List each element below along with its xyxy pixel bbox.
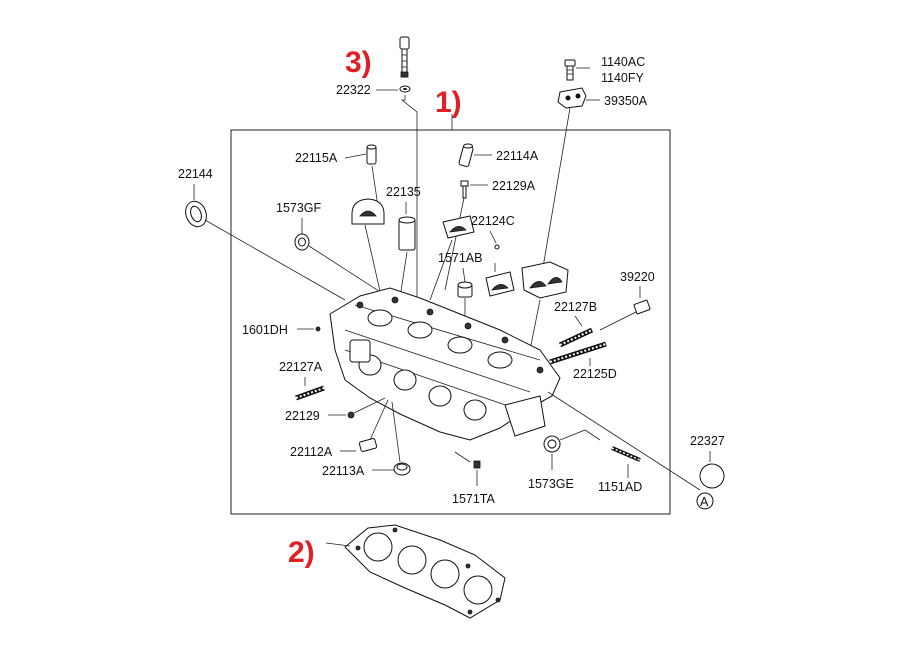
callout-gasket[interactable]: 2) xyxy=(288,536,315,569)
tappet-22135[interactable] xyxy=(398,216,416,251)
cylinder-head[interactable] xyxy=(329,287,561,441)
label-22115A[interactable]: 22115A xyxy=(295,151,338,165)
reference-a-label: A xyxy=(700,495,709,509)
dowel-22115A[interactable] xyxy=(366,144,377,165)
label-1151AD[interactable]: 1151AD xyxy=(598,480,642,494)
plug-1571TA[interactable] xyxy=(473,460,481,469)
label-1140FY[interactable]: 1140FY xyxy=(601,71,645,85)
label-22125D[interactable]: 22125D xyxy=(573,367,617,381)
head-gasket[interactable] xyxy=(344,524,506,619)
seal-22124C[interactable] xyxy=(494,244,500,250)
label-22129A[interactable]: 22129A xyxy=(492,179,536,193)
label-22113A[interactable]: 22113A xyxy=(322,464,365,478)
label-39220[interactable]: 39220 xyxy=(620,270,655,284)
stud-1151AD[interactable] xyxy=(611,446,641,462)
reference-a[interactable]: A xyxy=(696,492,714,510)
cap-22327[interactable] xyxy=(696,460,728,492)
cam-cap-right-a[interactable] xyxy=(485,271,515,297)
label-1571AB[interactable]: 1571AB xyxy=(438,251,482,265)
cam-cap-center[interactable] xyxy=(442,215,475,239)
seal-1573GF[interactable] xyxy=(294,233,310,251)
seal-1573GE[interactable] xyxy=(542,434,563,455)
bolt-22129A[interactable] xyxy=(460,180,469,199)
head-bolt[interactable] xyxy=(399,36,410,78)
label-22129[interactable]: 22129 xyxy=(285,409,320,423)
stud-22127A[interactable] xyxy=(295,385,325,401)
label-1140AC[interactable]: 1140AC xyxy=(601,55,645,69)
seal-22144[interactable] xyxy=(182,198,210,229)
valve-22113A[interactable] xyxy=(393,462,411,476)
label-1571TA[interactable]: 1571TA xyxy=(452,492,496,506)
stud-22125D[interactable] xyxy=(549,341,607,365)
callout-head[interactable]: 1) xyxy=(435,86,462,119)
plug-1571AB[interactable] xyxy=(457,281,473,298)
label-22124C[interactable]: 22124C xyxy=(471,214,515,228)
callout-bolt[interactable]: 3) xyxy=(345,46,372,79)
label-22135[interactable]: 22135 xyxy=(386,185,421,199)
label-22127B[interactable]: 22127B xyxy=(554,300,597,314)
bolt-22129[interactable] xyxy=(347,411,355,419)
sensor-39220[interactable] xyxy=(599,299,651,331)
label-39350A[interactable]: 39350A xyxy=(604,94,648,108)
label-1573GE[interactable]: 1573GE xyxy=(528,477,574,491)
cam-cap-right-b[interactable] xyxy=(521,261,569,299)
label-22127A[interactable]: 22127A xyxy=(279,360,323,374)
assembly-frame xyxy=(230,129,671,515)
label-22327[interactable]: 22327 xyxy=(690,434,725,448)
label-22322[interactable]: 22322 xyxy=(336,83,371,97)
cam-cap-left[interactable] xyxy=(351,198,385,225)
label-1573GF[interactable]: 1573GF xyxy=(276,201,322,215)
valve-22112A[interactable] xyxy=(358,438,378,452)
stud-22127B[interactable] xyxy=(558,327,594,348)
label-1601DH[interactable]: 1601DH xyxy=(242,323,288,337)
dowel-22114A[interactable] xyxy=(458,143,474,168)
plug-1601DH[interactable] xyxy=(315,326,321,332)
label-22114A[interactable]: 22114A xyxy=(496,149,539,163)
label-22112A[interactable]: 22112A xyxy=(290,445,333,459)
label-22144[interactable]: 22144 xyxy=(178,167,213,181)
washer-22322[interactable] xyxy=(399,85,411,93)
bracket-39350A[interactable] xyxy=(557,87,587,109)
bolt-1140[interactable] xyxy=(564,59,576,81)
